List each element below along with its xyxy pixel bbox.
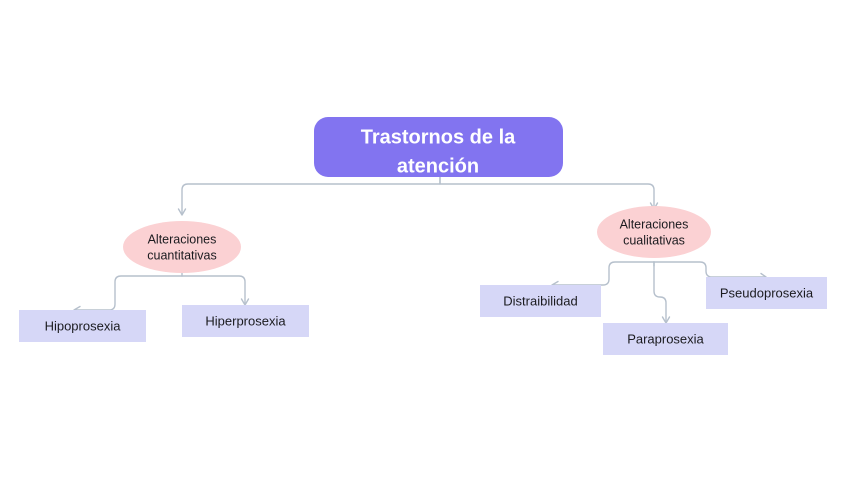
node-hiperprosexia[interactable]: Hiperprosexia (182, 305, 309, 337)
node-root[interactable]: Trastornos de la atención (314, 117, 563, 177)
connector-cuantitativas-to-hipoprosexia (74, 275, 183, 311)
node-paraprosexia-label: Paraprosexia (627, 331, 704, 346)
node-hiperprosexia-label: Hiperprosexia (205, 313, 286, 328)
node-alteraciones-cuantitativas-label-line2: cuantitativas (147, 248, 216, 262)
node-pseudoprosexia[interactable]: Pseudoprosexia (706, 277, 827, 309)
connector-root-to-cuantitativas (181, 176, 441, 215)
node-alteraciones-cualitativas[interactable]: Alteraciones cualitativas (597, 206, 711, 258)
node-root-label-line2: atención (397, 155, 479, 177)
node-distraibilidad-label: Distraibilidad (503, 293, 577, 308)
node-distraibilidad-shape (480, 285, 601, 317)
node-alteraciones-cualitativas-shape (597, 206, 711, 258)
node-distraibilidad[interactable]: Distraibilidad (480, 285, 601, 317)
node-alteraciones-cualitativas-label-line1: Alteraciones (620, 217, 689, 231)
connector-cuantitativas-to-hiperprosexia (181, 275, 246, 305)
connector-cualitativas-to-distraibilidad (552, 261, 655, 286)
node-alteraciones-cuantitativas[interactable]: Alteraciones cuantitativas (123, 221, 241, 273)
node-alteraciones-cualitativas-label-line2: cualitativas (623, 233, 685, 247)
connector-cualitativas-to-paraprosexia (653, 261, 667, 323)
node-hipoprosexia-label: Hipoprosexia (45, 318, 122, 333)
node-alteraciones-cuantitativas-shape (123, 221, 241, 273)
node-hipoprosexia-shape (19, 310, 146, 342)
connector-root-to-cualitativas (439, 176, 655, 209)
node-pseudoprosexia-label: Pseudoprosexia (720, 285, 814, 300)
node-paraprosexia[interactable]: Paraprosexia (603, 323, 728, 355)
connector-cualitativas-to-pseudoprosexia (653, 261, 766, 278)
node-hipoprosexia[interactable]: Hipoprosexia (19, 310, 146, 342)
arrowhead-root-to-cuantitativas (177, 208, 187, 216)
node-alteraciones-cuantitativas-label-line1: Alteraciones (148, 232, 217, 246)
node-paraprosexia-shape (603, 323, 728, 355)
node-root-shape (314, 117, 563, 177)
connector-group-root (177, 176, 659, 216)
node-hiperprosexia-shape (182, 305, 309, 337)
node-root-label-line1: Trastornos de la (361, 126, 516, 148)
node-pseudoprosexia-shape (706, 277, 827, 309)
